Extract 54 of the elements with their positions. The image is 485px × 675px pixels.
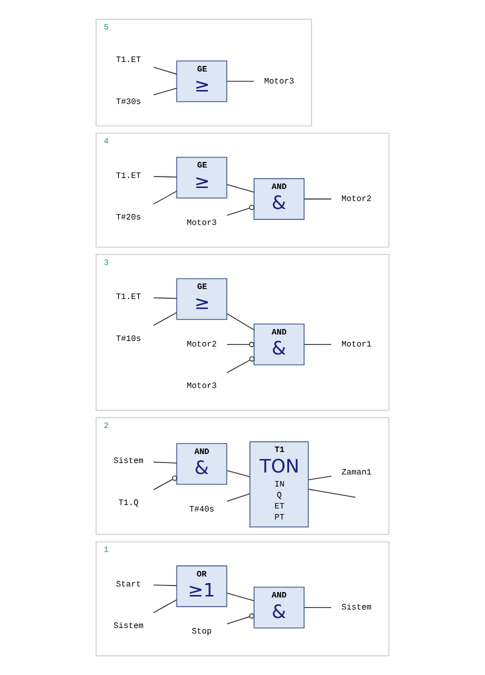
connector (226, 613, 254, 624)
connector (226, 493, 250, 502)
connector (226, 592, 254, 602)
connector (153, 462, 178, 464)
connector (153, 584, 178, 586)
node-text: Stop (192, 626, 212, 637)
connector (153, 476, 178, 490)
connector (308, 476, 332, 480)
node-text: T#10s (116, 334, 142, 344)
node-text: T1.Q (118, 498, 139, 508)
connector (226, 356, 255, 374)
connector (226, 204, 254, 216)
node-box: T1 TON IN Q ET PT (249, 441, 309, 528)
node-text: T#30s (116, 96, 142, 107)
node-text: T1.ET (116, 292, 142, 302)
node-text: T1.ET (116, 55, 142, 66)
connector (226, 342, 254, 348)
node-box: GE ≥ (176, 278, 228, 320)
connector (153, 190, 178, 204)
node-box: AND & (254, 586, 305, 628)
connector (226, 470, 250, 478)
node-box: OR ≥1 (176, 565, 228, 608)
node-text: Motor1 (341, 339, 372, 350)
connector (153, 88, 178, 96)
node-text: T#40s (189, 504, 214, 514)
node-text: Motor3 (264, 76, 294, 86)
node-text: Sistem (114, 621, 144, 632)
node-text: Motor2 (341, 194, 372, 204)
node-text: Sistem (341, 602, 372, 613)
connector (153, 312, 178, 326)
node-text: Sistem (114, 456, 144, 466)
connector (304, 607, 332, 608)
connector (226, 313, 254, 330)
connector (153, 297, 178, 299)
node-text: T#20s (116, 212, 142, 223)
connector (304, 198, 332, 200)
node-box: AND & (176, 443, 228, 485)
node-text: Motor3 (186, 218, 217, 228)
connector (226, 80, 254, 82)
node-box: AND & (254, 324, 305, 366)
node-text: Motor3 (186, 381, 217, 392)
node-text: T1.ET (116, 170, 142, 181)
node-box: GE ≥ (176, 60, 228, 102)
connector (226, 184, 254, 193)
connector (308, 488, 356, 498)
node-text: Start (116, 579, 142, 590)
node-box: AND & (254, 178, 305, 220)
node-text: Motor2 (186, 339, 217, 350)
connector (153, 599, 178, 614)
node-box: GE ≥ (176, 156, 228, 199)
connector (153, 176, 178, 178)
connector (304, 344, 332, 345)
node-text: Zaman1 (341, 467, 372, 478)
connector (153, 66, 178, 75)
